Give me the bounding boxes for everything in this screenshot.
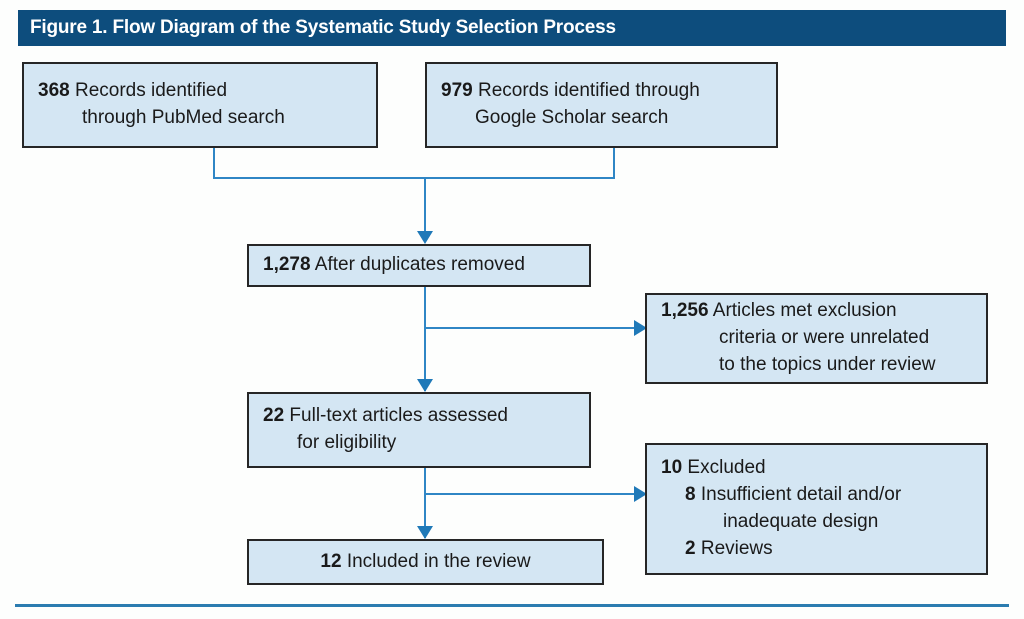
- arrowhead-to-exclusion: [634, 320, 647, 336]
- node-fulltext-line-1: 22 Full-text articles assessed: [263, 403, 575, 430]
- node-excluded-criteria-content: 1,256 Articles met exclusion criteria or…: [647, 298, 986, 379]
- node-excluded-criteria-line-2: criteria or were unrelated: [719, 327, 930, 349]
- node-duplicates-line-1: 1,278 After duplicates removed: [263, 252, 575, 279]
- node-scholar-count: 979: [441, 80, 473, 102]
- node-included-count: 12: [320, 550, 342, 572]
- node-pubmed-records-content: 368 Records identified through PubMed se…: [24, 78, 376, 132]
- node-excluded-detail-line-1: 10 Excluded: [661, 455, 972, 482]
- arrowhead-to-fulltext: [417, 379, 433, 392]
- connector-scholar-drop: [613, 148, 615, 179]
- node-excluded-detail-sub-2-text: Reviews: [700, 537, 773, 559]
- node-included-line-1: 12 Included in the review: [263, 549, 588, 576]
- node-excluded-detail: 10 Excluded 8 Insufficient detail and/or…: [645, 443, 988, 575]
- node-pubmed-records: 368 Records identified through PubMed se…: [22, 62, 378, 148]
- node-excluded-criteria-line-3: to the topics under review: [719, 353, 936, 375]
- node-included-review: 12 Included in the review: [247, 539, 604, 585]
- figure-title-bar: Figure 1. Flow Diagram of the Systematic…: [18, 10, 1006, 46]
- arrowhead-to-duplicates: [417, 231, 433, 244]
- arrowhead-to-excluded-detail: [634, 486, 647, 502]
- node-excluded-detail-sub-1-cont: inadequate design: [723, 511, 879, 532]
- node-included-text-1: Included in the review: [346, 550, 531, 572]
- node-excluded-criteria: 1,256 Articles met exclusion criteria or…: [645, 293, 988, 384]
- node-duplicates-removed: 1,278 After duplicates removed: [247, 244, 591, 287]
- node-pubmed-count: 368: [38, 80, 70, 102]
- node-fulltext-line-2: for eligibility: [297, 432, 397, 453]
- node-excluded-detail-sub-1-text: Insufficient detail and/or: [700, 484, 902, 506]
- connector-branch-to-exclusion: [424, 327, 636, 329]
- node-fulltext-count: 22: [263, 405, 285, 427]
- node-excluded-criteria-line-1: 1,256 Articles met exclusion: [661, 298, 972, 325]
- connector-pubmed-drop: [213, 148, 215, 179]
- node-excluded-detail-sub-2: 2 Reviews: [661, 536, 972, 563]
- figure-bottom-rule: [15, 604, 1009, 607]
- node-scholar-line-1: 979 Records identified through: [441, 78, 762, 105]
- node-excluded-detail-sub-1-count: 8: [685, 484, 696, 506]
- node-fulltext-assessed: 22 Full-text articles assessed for eligi…: [247, 392, 591, 468]
- node-fulltext-assessed-content: 22 Full-text articles assessed for eligi…: [249, 403, 589, 457]
- node-included-review-content: 12 Included in the review: [249, 549, 602, 576]
- connector-duplicates-to-fulltext: [424, 287, 426, 391]
- connector-fulltext-to-included: [424, 468, 426, 538]
- node-fulltext-text-1: Full-text articles assessed: [289, 405, 508, 427]
- node-excluded-detail-text-1: Excluded: [687, 457, 766, 479]
- node-excluded-detail-count: 10: [661, 457, 683, 479]
- node-excluded-detail-sub-2-count: 2: [685, 537, 696, 559]
- figure-title: Figure 1. Flow Diagram of the Systematic…: [30, 17, 616, 38]
- node-scholar-text-1: Records identified through: [477, 80, 700, 102]
- connector-merge-to-duplicates: [424, 177, 426, 233]
- node-pubmed-line-2: through PubMed search: [82, 107, 285, 128]
- node-excluded-detail-content: 10 Excluded 8 Insufficient detail and/or…: [647, 455, 986, 563]
- node-duplicates-removed-content: 1,278 After duplicates removed: [249, 252, 589, 279]
- node-pubmed-line-1: 368 Records identified: [38, 78, 362, 105]
- node-excluded-criteria-text-1: Articles met exclusion: [712, 300, 897, 322]
- node-duplicates-count: 1,278: [263, 254, 311, 276]
- node-duplicates-text-1: After duplicates removed: [314, 254, 525, 276]
- node-scholar-records: 979 Records identified through Google Sc…: [425, 62, 778, 148]
- node-excluded-criteria-count: 1,256: [661, 300, 709, 322]
- node-pubmed-text-1: Records identified: [74, 80, 228, 102]
- node-scholar-line-2: Google Scholar search: [475, 107, 669, 128]
- arrowhead-to-included: [417, 526, 433, 539]
- connector-branch-to-excluded-detail: [424, 493, 636, 495]
- node-excluded-detail-sub-1: 8 Insufficient detail and/or: [661, 482, 972, 509]
- node-scholar-records-content: 979 Records identified through Google Sc…: [427, 78, 776, 132]
- connector-merge-bar: [213, 177, 615, 179]
